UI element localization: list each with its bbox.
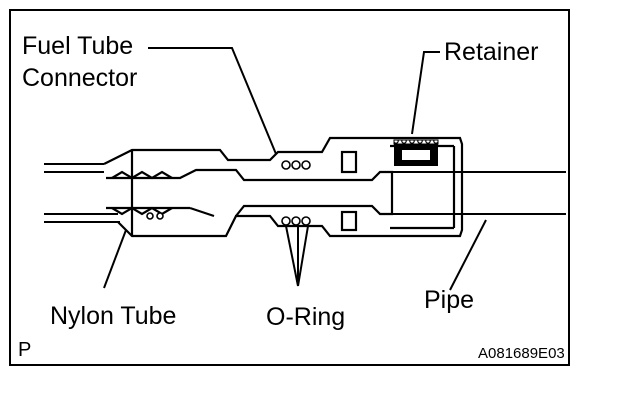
fuel-tube-connector-label-line1: Fuel Tube [22, 32, 134, 60]
connector-body [103, 136, 464, 238]
pipe [392, 171, 566, 215]
corner-letter: P [18, 339, 32, 361]
leader-lines [103, 47, 487, 291]
o-ring-label: O-Ring [266, 303, 346, 331]
nylon-tube [44, 163, 120, 223]
retainer [393, 139, 439, 166]
figure-code: A081689E03 [478, 345, 565, 362]
retainer-label: Retainer [444, 38, 539, 66]
diagram-frame [9, 9, 570, 366]
fuel-tube-connector-label-line2: Connector [22, 64, 138, 92]
nylon-tube-label: Nylon Tube [50, 302, 177, 330]
o-rings [146, 160, 311, 226]
pipe-label: Pipe [424, 286, 475, 314]
